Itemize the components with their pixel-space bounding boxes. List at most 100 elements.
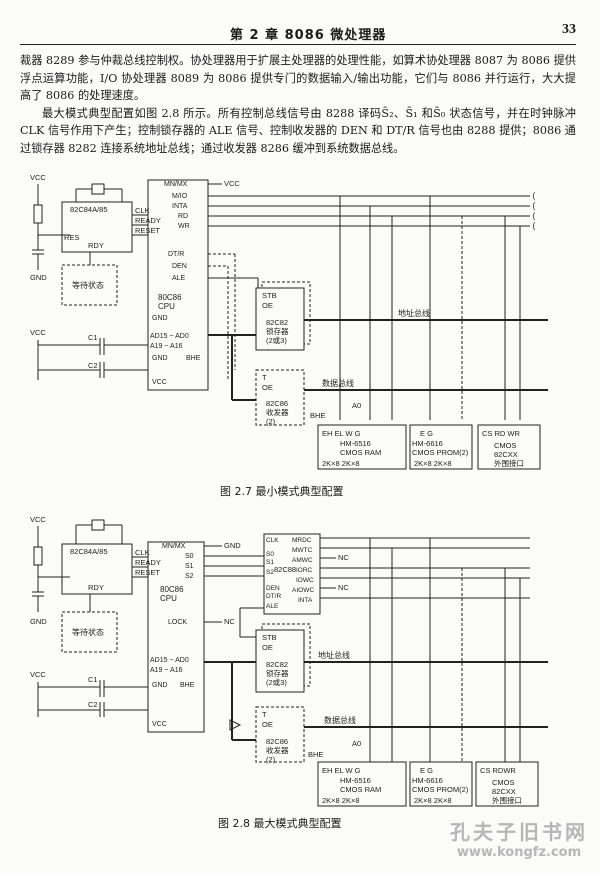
svg-text:⟨: ⟨ xyxy=(532,191,536,201)
svg-text:MWTC: MWTC xyxy=(292,547,313,554)
svg-text:A19 ~ A16: A19 ~ A16 xyxy=(150,667,183,674)
svg-text:IOWC: IOWC xyxy=(296,577,314,584)
svg-text:BHE: BHE xyxy=(186,355,201,362)
svg-text:MN/MX: MN/MX xyxy=(164,181,188,188)
c2-label: C2 xyxy=(88,361,98,370)
svg-text:GND: GND xyxy=(152,315,168,322)
t-pin: T xyxy=(262,710,267,719)
io-pins: CS RD WR xyxy=(482,429,520,438)
a0-label: A0 xyxy=(352,401,361,410)
svg-text:INTA: INTA xyxy=(172,203,188,210)
address-bus-label: 地址总线 xyxy=(318,650,350,660)
page-number: 33 xyxy=(562,22,576,37)
a0-label: A0 xyxy=(352,739,361,748)
wait-state-box: 等待状态 xyxy=(72,627,104,637)
paragraph: 最大模式典型配置如图 2.8 所示。所有控制总线信号由 8288 译码S̄₂、S… xyxy=(20,106,576,155)
clk-pin: CLK xyxy=(135,206,150,215)
svg-text:DEN: DEN xyxy=(266,585,280,592)
clock-chip-label: 82C84A/85 xyxy=(70,547,108,556)
svg-text:VCC: VCC xyxy=(152,379,167,386)
vcc-label: VCC xyxy=(224,179,240,188)
svg-text:⟨: ⟨ xyxy=(532,221,536,231)
svg-text:S2: S2 xyxy=(266,569,274,576)
ram-size: 2K×8 2K×8 xyxy=(322,796,360,805)
figure-2-7: VCC GND 82C84A/85 RES RDY CLK READY RESE… xyxy=(0,170,600,498)
svg-text:AD15 ~ AD0: AD15 ~ AD0 xyxy=(150,333,189,340)
svg-text:BHE: BHE xyxy=(180,682,195,689)
prom-pins: E G xyxy=(420,766,433,775)
svg-text:VCC: VCC xyxy=(152,721,167,728)
paragraph: 裁器 8289 参与仲裁总线控制权。协处理器用于扩展主处理器的处理性能，如算术协… xyxy=(20,54,576,103)
svg-text:S1: S1 xyxy=(266,559,274,566)
svg-text:ALE: ALE xyxy=(266,603,279,610)
svg-text:WR: WR xyxy=(178,223,190,230)
svg-text:GND: GND xyxy=(152,682,168,689)
gnd-label: GND xyxy=(30,273,47,282)
svg-text:AIOWC: AIOWC xyxy=(292,587,314,594)
t-pin: T xyxy=(262,373,267,382)
gnd-label: GND xyxy=(224,541,241,550)
svg-text:AD15 ~ AD0: AD15 ~ AD0 xyxy=(150,657,189,664)
c1-label: C1 xyxy=(88,675,98,684)
oe-pin: OE xyxy=(262,383,273,392)
svg-text:DT/R: DT/R xyxy=(266,593,281,600)
svg-text:ALE: ALE xyxy=(172,275,186,282)
svg-text:S1: S1 xyxy=(185,563,194,570)
svg-text:S0: S0 xyxy=(266,551,274,558)
bhe-label: BHE xyxy=(310,411,325,420)
oe-pin: OE xyxy=(262,720,273,729)
wait-state-box: 等待状态 xyxy=(72,280,104,290)
svg-text:⟨: ⟨ xyxy=(532,211,536,221)
stb-pin: STB xyxy=(262,291,277,300)
body-text: 裁器 8289 参与仲裁总线控制权。协处理器用于扩展主处理器的处理性能，如算术协… xyxy=(20,52,576,158)
bhe-label: BHE xyxy=(308,750,323,759)
figure-2-8-caption: 图 2.8 最大模式典型配置 xyxy=(218,817,342,830)
rdy-pin: RDY xyxy=(88,241,104,250)
svg-text:AMWC: AMWC xyxy=(292,557,313,564)
prom-size: 2K×8 2K×8 xyxy=(414,459,452,468)
address-bus-label: 地址总线 xyxy=(398,308,430,318)
svg-text:DEN: DEN xyxy=(172,263,187,270)
prom-size: 2K×8 2K×8 xyxy=(414,796,452,805)
ram-size: 2K×8 2K×8 xyxy=(322,459,360,468)
watermark-url: www.kongfz.com xyxy=(456,845,582,860)
io-pins: CS RDWR xyxy=(480,766,516,775)
clock-chip-label: 82C84A/85 xyxy=(70,205,108,214)
svg-text:INTA: INTA xyxy=(298,597,313,604)
svg-text:GND: GND xyxy=(152,355,168,362)
svg-text:RD: RD xyxy=(178,213,188,220)
vcc-label: VCC xyxy=(30,670,46,679)
ram-pins: EH EL W G xyxy=(322,429,361,438)
nc-label: NC xyxy=(338,553,349,562)
svg-text:⟨: ⟨ xyxy=(532,201,536,211)
svg-text:DT/R: DT/R xyxy=(168,251,184,258)
vcc-label: VCC xyxy=(30,173,46,182)
c1-label: C1 xyxy=(88,333,98,342)
c2-label: C2 xyxy=(88,700,98,709)
res-pin: RES xyxy=(64,233,79,242)
oe-pin: OE xyxy=(262,301,273,310)
nc-label: NC xyxy=(224,617,235,626)
nc-label: NC xyxy=(338,583,349,592)
oe-pin: OE xyxy=(262,643,273,652)
vcc-label: VCC xyxy=(30,328,46,337)
svg-text:M/IO: M/IO xyxy=(172,193,188,200)
bus-controller-label: 82C88 xyxy=(274,565,296,574)
data-bus-label: 数据总线 xyxy=(324,715,356,725)
vcc-label: VCC xyxy=(30,515,46,524)
rdy-pin: RDY xyxy=(88,583,104,592)
figure-2-7-caption: 图 2.7 最小模式典型配置 xyxy=(220,485,344,498)
svg-text:LOCK: LOCK xyxy=(168,619,187,626)
svg-text:MRDC: MRDC xyxy=(292,537,312,544)
page-header: 第 2 章 8086 微处理器 33 xyxy=(20,22,576,45)
